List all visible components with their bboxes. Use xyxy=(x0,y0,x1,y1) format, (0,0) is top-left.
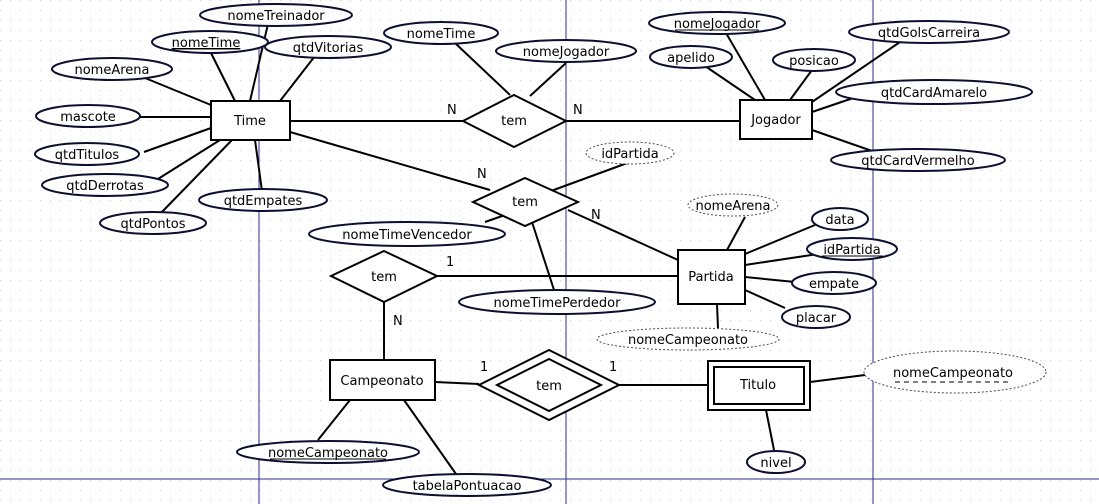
svg-text:qtdVitorias: qtdVitorias xyxy=(293,41,364,56)
attr-qtd-derrotas[interactable]: qtdDerrotas xyxy=(41,173,169,197)
attr-id-partida-key[interactable]: idPartida xyxy=(806,237,898,261)
entity-time[interactable]: Time xyxy=(210,100,291,141)
relationship-time-partida-label: tem xyxy=(512,195,538,210)
relationship-campeonato-partida-label: tem xyxy=(371,270,397,285)
svg-text:nomeCampeonato: nomeCampeonato xyxy=(893,366,1013,381)
svg-text:qtdEmpates: qtdEmpates xyxy=(224,194,303,209)
svg-text:qtdCardVermelho: qtdCardVermelho xyxy=(861,154,975,169)
attr-nivel[interactable]: nivel xyxy=(746,450,806,474)
attr-qtd-gols-carreira[interactable]: qtdGolsCarreira xyxy=(848,20,1010,44)
attr-qtd-card-amarelo[interactable]: qtdCardAmarelo xyxy=(835,79,1033,105)
svg-text:nomeTreinador: nomeTreinador xyxy=(227,9,325,24)
cardinality-time-partida-bottom: N xyxy=(591,208,601,223)
entity-titulo-label: Titulo xyxy=(739,378,776,393)
svg-text:qtdGolsCarreira: qtdGolsCarreira xyxy=(878,26,980,41)
cardinality-time-jogador-right: N xyxy=(573,103,583,118)
svg-text:nomeTimePerdedor: nomeTimePerdedor xyxy=(494,296,622,311)
attr-nome-campeonato-partida[interactable]: nomeCampeonato xyxy=(596,327,780,351)
attr-rel-nome-jogador[interactable]: nomeJogador xyxy=(495,39,637,63)
attr-rel-nome-time[interactable]: nomeTime xyxy=(383,21,499,45)
cardinality-campeonato-titulo-right: 1 xyxy=(609,360,617,375)
attr-qtd-empates[interactable]: qtdEmpates xyxy=(198,188,328,212)
svg-text:apelido: apelido xyxy=(667,51,715,66)
connectors xyxy=(130,23,901,475)
attr-mascote[interactable]: mascote xyxy=(35,104,141,128)
entity-partida-label: Partida xyxy=(688,270,734,285)
attr-placar[interactable]: placar xyxy=(781,305,851,329)
svg-text:nomeTime: nomeTime xyxy=(407,27,476,42)
entity-time-label: Time xyxy=(233,114,266,129)
attr-qtd-vitorias[interactable]: qtdVitorias xyxy=(264,35,392,59)
cardinality-labels: N N N N 1 N 1 1 xyxy=(393,103,617,375)
attr-nome-jogador-key[interactable]: nomeJogador xyxy=(648,11,786,35)
cardinality-time-partida-top: N xyxy=(477,167,487,182)
svg-text:nomeTimeVencedor: nomeTimeVencedor xyxy=(342,228,472,243)
relationship-campeonato-titulo-identifying[interactable]: tem xyxy=(476,348,622,422)
entity-jogador[interactable]: Jogador xyxy=(739,99,813,140)
attr-qtd-pontos[interactable]: qtdPontos xyxy=(99,211,207,235)
cardinality-campeonato-partida-right: 1 xyxy=(446,255,454,270)
svg-text:mascote: mascote xyxy=(60,110,116,125)
attr-nome-time-vencedor[interactable]: nomeTimeVencedor xyxy=(308,221,506,247)
svg-text:qtdPontos: qtdPontos xyxy=(121,217,186,232)
cardinality-campeonato-partida-bottom: N xyxy=(393,314,403,329)
svg-text:idPartida: idPartida xyxy=(601,147,658,162)
entity-titulo-weak[interactable]: Titulo xyxy=(707,360,811,411)
attr-nome-arena-partida[interactable]: nomeArena xyxy=(687,193,779,217)
cardinality-time-jogador-left: N xyxy=(447,103,457,118)
svg-text:qtdTitulos: qtdTitulos xyxy=(55,148,120,163)
svg-text:nomeJogador: nomeJogador xyxy=(674,17,761,32)
attr-empate[interactable]: empate xyxy=(791,271,877,295)
attr-tabela-pontuacao[interactable]: tabelaPontuacao xyxy=(382,473,552,497)
attr-nome-time-perdedor[interactable]: nomeTimePerdedor xyxy=(458,289,656,315)
attr-qtd-titulos[interactable]: qtdTitulos xyxy=(34,142,140,166)
svg-text:nomeCampeonato: nomeCampeonato xyxy=(628,333,748,348)
attr-nome-arena-time[interactable]: nomeArena xyxy=(51,57,173,81)
entity-jogador-label: Jogador xyxy=(750,113,801,128)
cardinality-campeonato-titulo-left: 1 xyxy=(480,360,488,375)
attr-nome-treinador[interactable]: nomeTreinador xyxy=(199,3,353,27)
svg-text:data: data xyxy=(825,213,854,228)
attr-nome-campeonato-titulo-partial-key[interactable]: nomeCampeonato xyxy=(863,350,1047,394)
svg-text:placar: placar xyxy=(796,311,837,326)
entity-partida[interactable]: Partida xyxy=(677,249,746,305)
attr-nome-campeonato-key[interactable]: nomeCampeonato xyxy=(236,440,420,464)
svg-text:nomeArena: nomeArena xyxy=(74,63,149,78)
attr-data[interactable]: data xyxy=(811,207,869,231)
relationship-time-jogador[interactable]: tem xyxy=(460,93,569,149)
attr-rel-id-partida[interactable]: idPartida xyxy=(585,141,675,165)
relationship-campeonato-partida[interactable]: tem xyxy=(328,249,440,304)
relationship-time-jogador-label: tem xyxy=(501,114,527,129)
svg-text:nomeCampeonato: nomeCampeonato xyxy=(268,446,388,461)
attr-apelido[interactable]: apelido xyxy=(649,45,733,69)
attr-posicao[interactable]: posicao xyxy=(772,48,856,72)
svg-text:nomeArena: nomeArena xyxy=(695,199,770,214)
entity-campeonato[interactable]: Campeonato xyxy=(329,359,436,401)
svg-text:qtdDerrotas: qtdDerrotas xyxy=(66,179,144,194)
svg-text:posicao: posicao xyxy=(789,54,839,69)
svg-text:tabelaPontuacao: tabelaPontuacao xyxy=(413,479,522,494)
attr-nome-time-key[interactable]: nomeTime xyxy=(151,30,269,54)
entity-campeonato-label: Campeonato xyxy=(340,374,423,389)
svg-text:qtdCardAmarelo: qtdCardAmarelo xyxy=(881,86,987,101)
svg-text:nomeJogador: nomeJogador xyxy=(523,45,610,60)
svg-text:nomeTime: nomeTime xyxy=(172,36,241,51)
svg-text:empate: empate xyxy=(809,277,859,292)
attr-qtd-card-vermelho[interactable]: qtdCardVermelho xyxy=(830,148,1006,172)
relationship-time-partida[interactable]: tem xyxy=(470,176,581,228)
svg-text:nivel: nivel xyxy=(760,456,791,471)
svg-text:idPartida: idPartida xyxy=(823,243,880,258)
relationship-campeonato-titulo-label: tem xyxy=(536,379,562,394)
